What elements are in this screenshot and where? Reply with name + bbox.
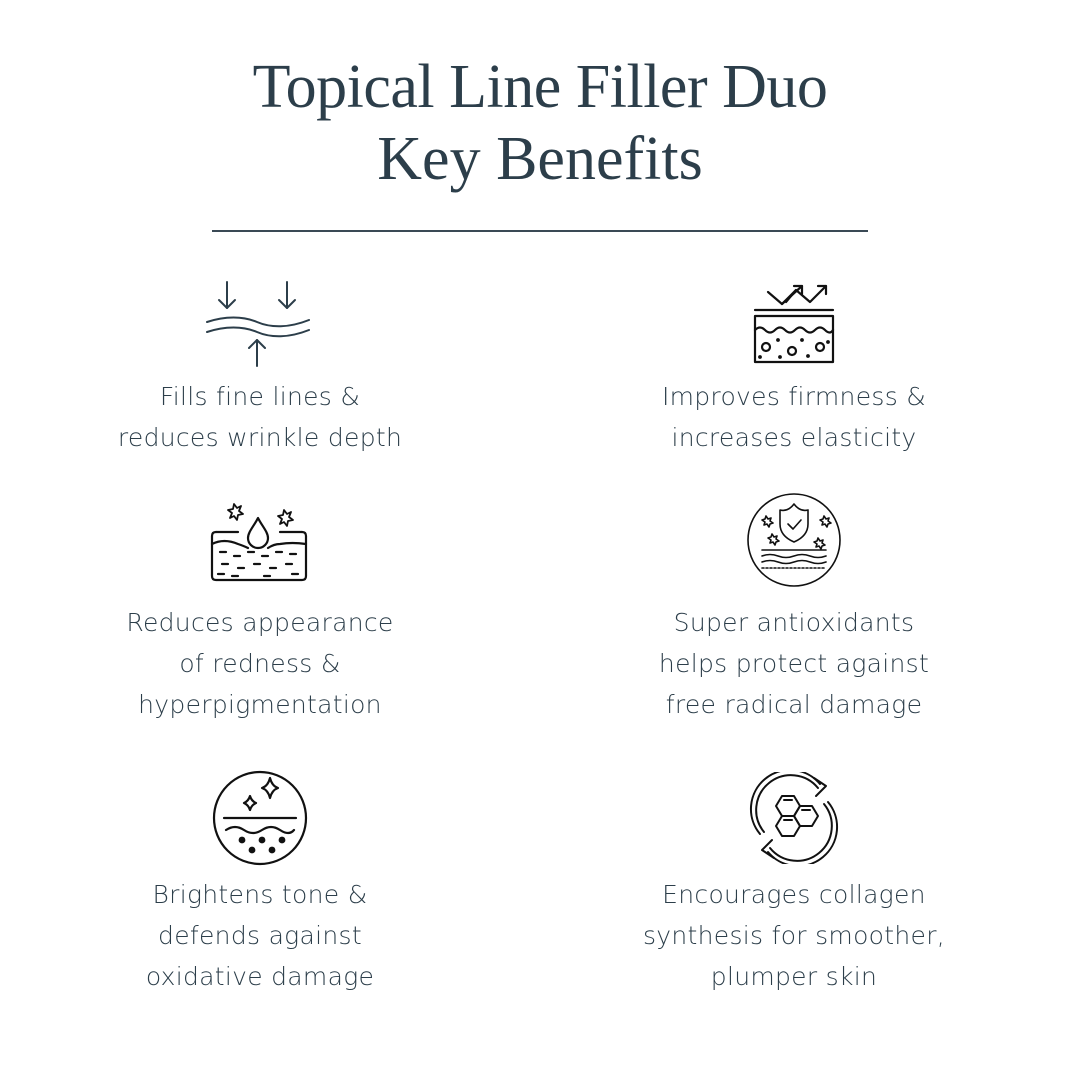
shield-check-circle-icon xyxy=(746,492,842,593)
benefit-text-line: Reduces appearance xyxy=(126,608,394,637)
sparkle-skin-circle-icon xyxy=(212,770,308,871)
benefit-fills-lines: Fills fine lines & reduces wrinkle depth xyxy=(40,270,480,470)
benefit-text-line: synthesis for smoother, xyxy=(642,921,946,950)
benefit-text-line: Fills fine lines & xyxy=(159,382,361,411)
page-title: Topical Line Filler Duo xyxy=(252,53,828,121)
benefit-text-line: helps protect against xyxy=(658,649,930,678)
skin-layer-firmness-arrows-icon xyxy=(752,282,836,369)
divider-line xyxy=(212,230,868,232)
benefit-text-line: of redness & xyxy=(179,649,341,678)
benefit-text-line: plumper skin xyxy=(710,962,878,991)
skin-droplet-sparkle-icon xyxy=(210,498,310,589)
benefit-text-line: defends against xyxy=(158,921,362,950)
benefit-text-line: Brightens tone & xyxy=(152,880,368,909)
benefit-text-line: free radical damage xyxy=(665,690,923,719)
benefit-antioxidants: Super antioxidants helps protect against… xyxy=(574,492,1014,732)
benefit-text-line: reduces wrinkle depth xyxy=(117,423,403,452)
collagen-molecule-cycle-icon xyxy=(748,768,840,869)
benefit-text-line: increases elasticity xyxy=(671,423,917,452)
benefit-text-line: Improves firmness & xyxy=(661,382,927,411)
wave-compression-arrows-icon xyxy=(205,278,315,373)
benefit-text-line: oxidative damage xyxy=(145,962,375,991)
benefit-text-line: Super antioxidants xyxy=(673,608,915,637)
benefit-redness: Reduces appearance of redness & hyperpig… xyxy=(40,496,480,736)
benefit-text-line: hyperpigmentation xyxy=(138,690,382,719)
benefit-firmness: Improves firmness & increases elasticity xyxy=(574,270,1014,470)
benefit-brightens: Brightens tone & defends against oxidati… xyxy=(40,768,480,1008)
page-subtitle: Key Benefits xyxy=(377,125,703,193)
benefit-collagen: Encourages collagen synthesis for smooth… xyxy=(574,768,1014,1008)
benefit-text-line: Encourages collagen xyxy=(662,880,926,909)
